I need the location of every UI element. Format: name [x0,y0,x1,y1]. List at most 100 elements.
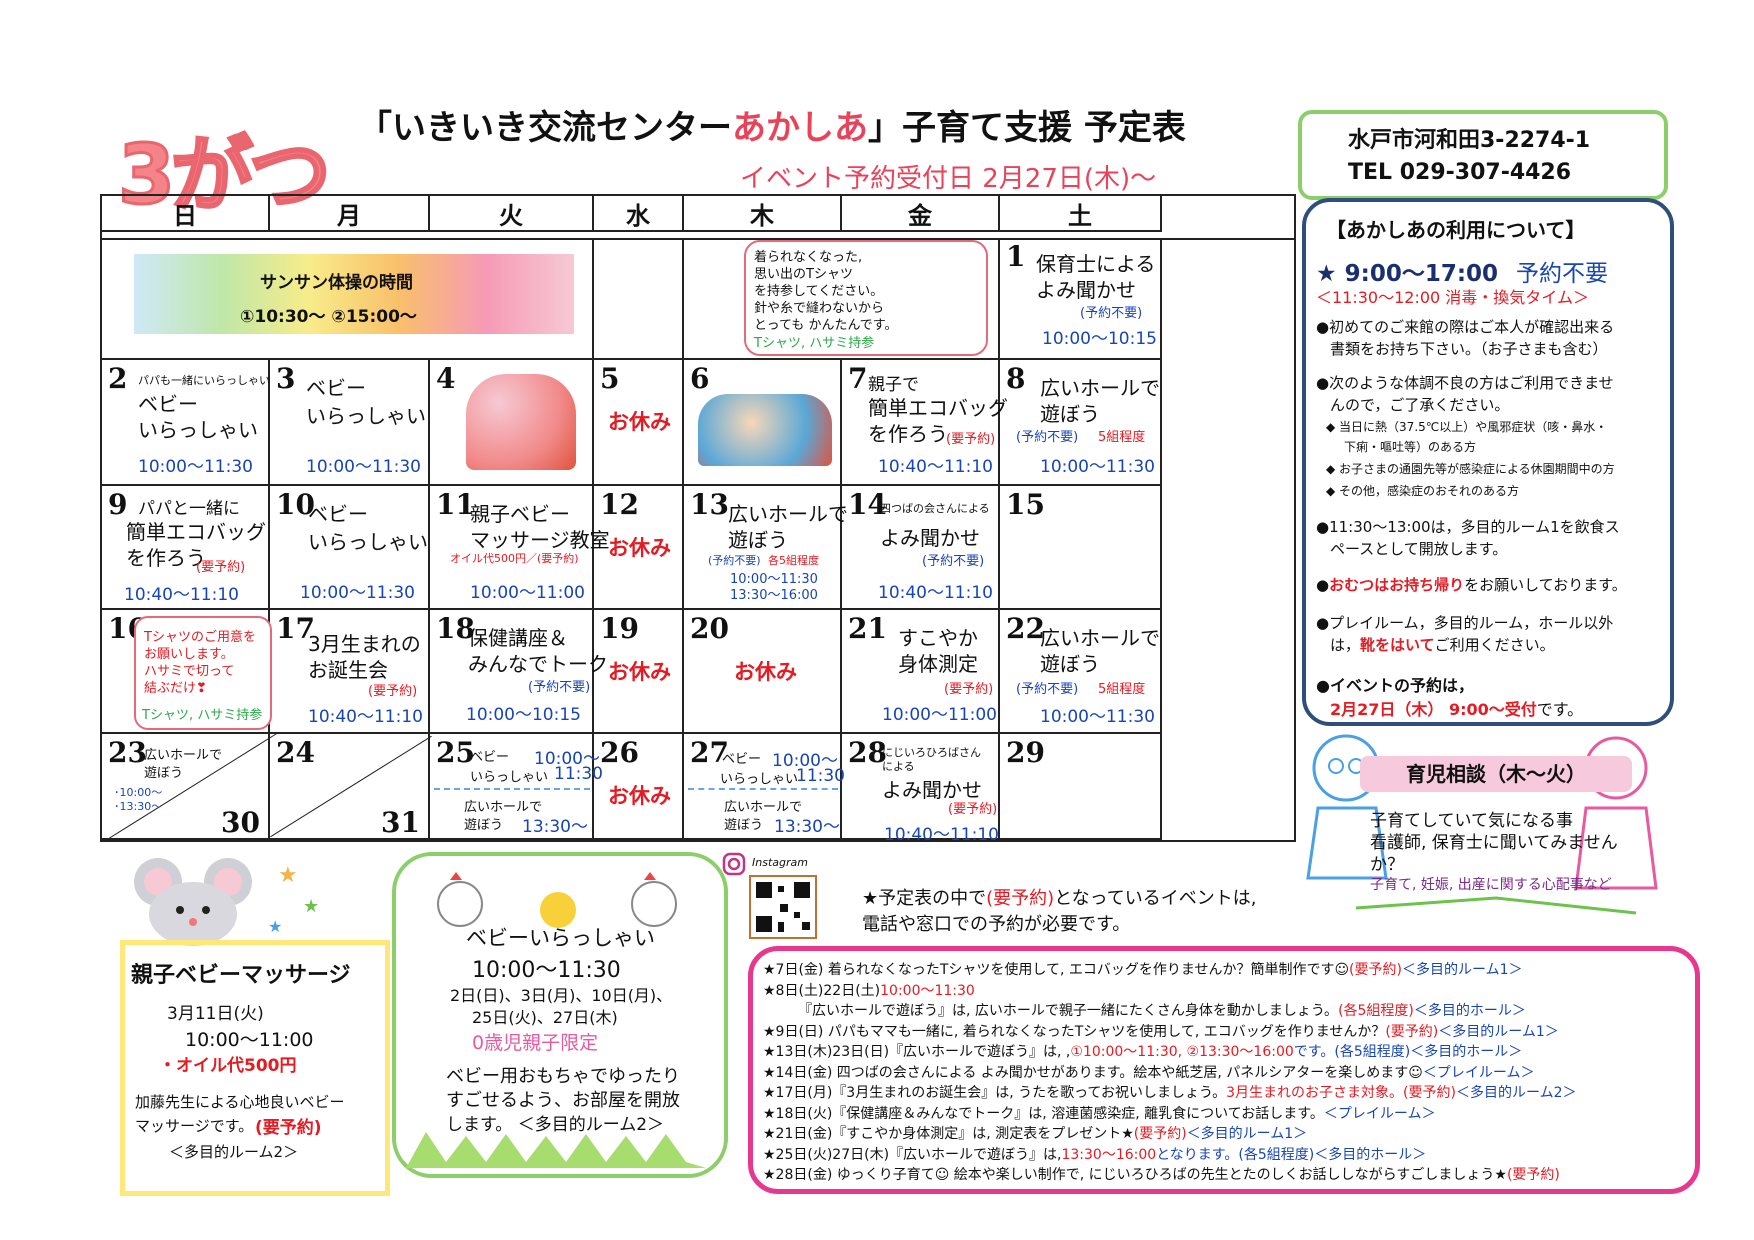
d27-l1: ベビー [722,752,762,767]
consult-l3: か？ [1370,855,1404,875]
closed-label: お休み [734,660,797,684]
d1-note: (予約不要) [1080,306,1143,321]
event-note-text: ★13日(木)23日(日)『広いホールで遊ぼう』は, , [763,1044,1071,1060]
event-note-highlight: 10:00〜11:30 [880,982,975,999]
d28-small2: による [882,760,915,773]
d8-time: 10:00〜11:30 [1040,457,1155,477]
d1-time: 10:00〜10:15 [1042,329,1157,349]
d17-l1: 3月生まれの [308,632,421,656]
d22-l2: 遊ぼう [1040,652,1100,676]
day-number: 26 [600,736,639,769]
qr-code-icon[interactable] [749,875,817,939]
event-note: ★14日(金) 四つばの会さんによる よみ聞かせがあります。絵本や紙芝居, パネ… [763,1062,1534,1082]
baby-desc2: すごせるよう、お部屋を開放 [446,1090,680,1111]
hina-dolls-illustration [466,374,576,470]
d9-note: (要予約) [196,560,246,575]
event-note-room: ＜プレイルーム＞ [1422,1064,1535,1081]
d14-l1: よみ聞かせ [880,526,980,550]
day-number: 28 [848,736,887,769]
d2-l2: いらっしゃい [138,418,258,442]
calendar-cell-29: 29 [1000,734,1162,840]
day-number: 23 [108,736,147,769]
reminder-bring: Tシャツ, ハサミ持参 [142,708,263,723]
d25-l3: 広いホールで [464,800,543,815]
d9-l3: を作ろう [126,546,206,570]
d18-l2: みんなでトーク [468,652,608,676]
event-note-room: ＜多目的ホール＞ [1413,1003,1526,1019]
d25-time3: 13:30〜 [522,817,588,837]
page-title: 「いきいき交流センターあかしあ」子育て支援 予定表 [358,100,1186,149]
weekday-header: 土 [1000,196,1162,232]
day-number: 3 [276,362,296,395]
event-note-highlight: ①10:00〜11:30, ②13:30〜16:00 [1070,1044,1294,1060]
usage-p5c: 靴をはいて [1360,636,1435,654]
d22-note2: 5組程度 [1098,682,1146,697]
tshirt-note-line: とっても かんたんです。 [754,318,898,333]
usage-p6: 2月27日（木） 9:00〜受付です。 [1330,696,1583,720]
event-note-highlight: (要予約) [1385,1023,1439,1040]
day-number: 29 [1006,736,1045,769]
banner-title: サンサン体操の時間 [260,273,413,293]
d2-l1: ベビー [138,392,198,416]
d25-time1: 10:00〜 [534,749,600,769]
event-note-room: ＜プレイルーム＞ [1323,1105,1436,1122]
d3-l2: いらっしゃい [306,404,426,428]
day-number: 11 [436,488,475,521]
reminder-line: お願いします。 [144,647,234,662]
d9-l1: パパと一緒に [138,499,240,519]
d9-time: 10:40〜11:10 [124,585,239,605]
usage-p2d: 下痢・嘔吐等）のある方 [1344,440,1477,454]
consult-l2: 看護師, 保育士に聞いてみません [1370,833,1618,853]
usage-p2a: ●次のような体調不良の方はご利用できませ [1316,374,1614,392]
d27-l2: いらっしゃい [720,772,799,787]
d27-time3: 13:30〜 [774,817,840,837]
d25-l1: ベビー [470,750,510,765]
d21-note: (要予約) [944,682,994,697]
d18-time: 10:00〜10:15 [466,705,581,725]
massage-time: 10:00〜11:00 [185,1029,314,1051]
dashed-divider [688,788,838,790]
d2-small: パパも一緒にいらっしゃい [138,374,270,387]
day-number: 10 [276,488,315,521]
d10-time: 10:00〜11:30 [300,583,415,603]
weekday-header: 金 [842,196,1000,232]
calendar-cell-15: 15 [1000,486,1162,610]
event-note: ★9日(日) パパもママも一緒に, 着られなくなったTシャツを使用して, エコバ… [763,1021,1559,1041]
event-note-highlight: (各5組程度) [1338,1003,1414,1019]
usage-p1b: 書類をお持ち下さい。（お子さまも含む） [1330,340,1608,358]
event-note: 『広いホールで遊ぼう』は, 広いホールで親子一緒にたくさん身体を動かしましょう。… [763,1000,1526,1020]
d13-note1: (予約不要) [708,554,761,567]
calendar-cell-4: 4 [430,360,594,486]
d13-time2: 13:30〜16:00 [730,588,818,603]
event-note-highlight: (要予約) [1349,962,1402,978]
usage-p1a: ●初めてのご来館の際はご本人が確認出来る [1316,318,1615,336]
event-note-text: ★8日(土)22日(土) [763,982,881,999]
closed-label: お休み [608,410,671,434]
usage-p6a: ●イベントの予約は， [1316,676,1474,695]
event-note: ★21日(金)『すこやか身体測定』は, 測定表をプレゼント★(要予約)＜多目的ル… [763,1123,1307,1143]
usage-no-reservation: 予約不要 [1516,261,1608,287]
d14-time: 10:40〜11:10 [878,583,993,603]
usage-p5a: ●プレイルーム，多目的ルーム，ホール以外 [1316,614,1614,632]
dashed-divider [434,788,590,790]
reserve-note-1: ★予定表の中で(要予約)となっているイベントは, [862,884,1256,910]
month-label: 3がつ [116,127,332,225]
d11-note: オイル代500円／(要予約) [450,552,579,565]
d7-l2: 簡単エコバッグ [868,396,1008,420]
baby-limit: 0歳児親子限定 [472,1032,599,1054]
d27-time1: 10:00〜 [772,751,838,771]
event-note-text: ★21日(金)『すこやか身体測定』は, 測定表をプレゼント★ [763,1126,1134,1142]
